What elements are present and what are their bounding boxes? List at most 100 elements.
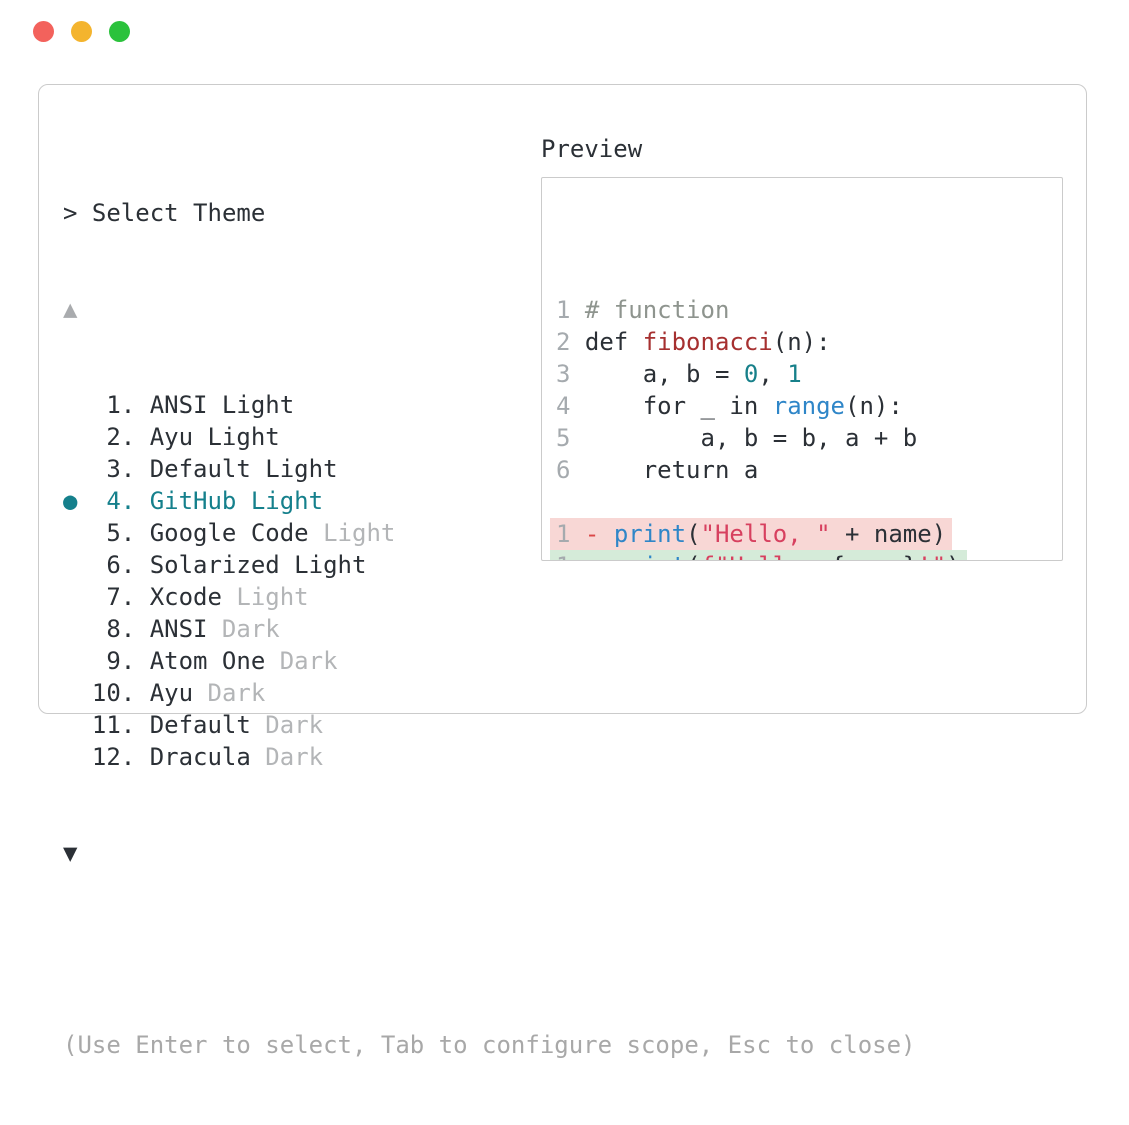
theme-list-item-ansi-light[interactable]: 1. ANSI Light bbox=[63, 389, 916, 421]
theme-list-item-atom-one[interactable]: 9. Atom One Dark bbox=[63, 645, 916, 677]
line-number: 1 bbox=[556, 296, 585, 324]
code-line-3: 3 a, b = 0, 1 bbox=[556, 358, 1062, 390]
theme-list-item-google-code[interactable]: 5. Google Code Light bbox=[63, 517, 916, 549]
help-text: (Use Enter to select, Tab to configure s… bbox=[63, 1031, 916, 1059]
theme-list-item-solarized-light[interactable]: 6. Solarized Light bbox=[63, 549, 916, 581]
code-token-text: def bbox=[584, 328, 643, 356]
marker-spacer bbox=[63, 741, 92, 773]
theme-list-item-dracula[interactable]: 12. Dracula Dark bbox=[63, 741, 916, 773]
item-suffix: Dark bbox=[265, 647, 338, 675]
zoom-button[interactable] bbox=[109, 21, 130, 42]
theme-prompt: > Select Theme bbox=[63, 199, 266, 227]
item-number: 10. bbox=[91, 679, 150, 707]
diff-add-highlight: 1 + print(f"Hello, {name}!") bbox=[550, 550, 967, 560]
code-line-2: 2 def fibonacci(n): bbox=[556, 326, 1062, 358]
code-token-text: (n): bbox=[772, 328, 831, 356]
code-token-builtin: range bbox=[772, 392, 845, 420]
code-token-del-sign: - bbox=[584, 520, 614, 548]
close-button[interactable] bbox=[33, 21, 54, 42]
marker-spacer bbox=[63, 613, 92, 645]
item-name: Default bbox=[149, 711, 251, 739]
diff-added-line: 1 + print(f"Hello, {name}!") bbox=[550, 550, 1062, 560]
item-suffix: Dark bbox=[193, 679, 266, 707]
preview-title: Preview bbox=[541, 135, 643, 163]
code-line-6: 6 return a bbox=[556, 454, 1062, 486]
code-line-7 bbox=[556, 486, 1062, 518]
item-number: 7. bbox=[91, 583, 150, 611]
code-token-string: f"Hello, bbox=[701, 552, 831, 560]
line-number: 1 bbox=[556, 552, 585, 560]
item-number: 2. bbox=[91, 423, 150, 451]
theme-list-item-ayu-light[interactable]: 2. Ayu Light bbox=[63, 421, 916, 453]
item-number: 11. bbox=[91, 711, 150, 739]
code-token-comment: # function bbox=[584, 296, 730, 324]
code-token-builtin: print bbox=[613, 520, 687, 548]
item-name: Solarized Light bbox=[149, 551, 367, 579]
item-name: Atom One bbox=[149, 647, 266, 675]
marker-spacer bbox=[63, 709, 92, 741]
theme-list-item-ayu[interactable]: 10. Ayu Dark bbox=[63, 677, 916, 709]
item-name: Xcode bbox=[149, 583, 222, 611]
code-token-func: fibonacci bbox=[642, 328, 773, 356]
item-suffix: Light bbox=[221, 583, 309, 611]
item-name: Ayu Light bbox=[149, 423, 280, 451]
theme-list-item-xcode[interactable]: 7. Xcode Light bbox=[63, 581, 916, 613]
item-suffix: Light bbox=[308, 519, 396, 547]
spacer-row bbox=[63, 933, 916, 965]
code-token-string: !" bbox=[917, 552, 946, 560]
marker-spacer bbox=[63, 453, 92, 485]
theme-list-item-default[interactable]: 11. Default Dark bbox=[63, 709, 916, 741]
marker-spacer bbox=[63, 549, 92, 581]
code-line-4: 4 for _ in range(n): bbox=[556, 390, 1062, 422]
code-token-text: return a bbox=[584, 456, 759, 484]
minimize-button[interactable] bbox=[71, 21, 92, 42]
marker-spacer bbox=[63, 421, 92, 453]
line-number: 3 bbox=[556, 360, 585, 388]
code-token-text: a, b = bbox=[584, 360, 744, 388]
main-window: > Select Theme ▲ 1. ANSI Light 2. Ayu Li… bbox=[38, 84, 1087, 1059]
theme-list-item-ansi[interactable]: 8. ANSI Dark bbox=[63, 613, 916, 645]
code-token-text: + name) bbox=[830, 520, 947, 548]
diff-deleted-line: 1 - print("Hello, " + name) bbox=[550, 518, 1062, 550]
item-number: 4. bbox=[91, 487, 150, 515]
line-number: 6 bbox=[556, 456, 585, 484]
selected-bullet-icon: ● bbox=[63, 487, 92, 515]
line-number: 4 bbox=[556, 392, 585, 420]
item-number: 5. bbox=[91, 519, 150, 547]
item-name: ANSI Light bbox=[149, 391, 295, 419]
code-token-string: "Hello, " bbox=[700, 520, 831, 548]
diff-del-highlight: 1 - print("Hello, " + name) bbox=[550, 518, 953, 550]
item-number: 3. bbox=[91, 455, 150, 483]
code-token-text: {name} bbox=[831, 552, 918, 560]
code-token-text: ) bbox=[946, 552, 960, 560]
item-suffix: Dark bbox=[250, 743, 324, 771]
traffic-lights bbox=[33, 21, 130, 42]
marker-spacer bbox=[63, 389, 92, 421]
scroll-down-icon[interactable]: ▼ bbox=[63, 839, 78, 867]
item-number: 8. bbox=[91, 615, 150, 643]
marker-spacer bbox=[63, 645, 92, 677]
code-token-text: , bbox=[758, 360, 788, 388]
code-line-5: 5 a, b = b, a + b bbox=[556, 422, 1062, 454]
item-name: Google Code bbox=[149, 519, 309, 547]
item-suffix: Dark bbox=[207, 615, 280, 643]
theme-list-item-default-light[interactable]: 3. Default Light bbox=[63, 453, 916, 485]
item-name: Dracula bbox=[149, 743, 251, 771]
line-number: 1 bbox=[556, 520, 585, 548]
item-number: 12. bbox=[91, 743, 150, 771]
marker-spacer bbox=[63, 517, 92, 549]
item-suffix: Dark bbox=[250, 711, 324, 739]
code-token-text: ( bbox=[686, 520, 701, 548]
code-token-builtin: print bbox=[614, 552, 686, 560]
line-number: 2 bbox=[556, 328, 585, 356]
scroll-up-icon[interactable]: ▲ bbox=[63, 295, 78, 323]
code-token-text: ( bbox=[686, 552, 700, 560]
theme-list-item-github-light[interactable]: ● 4. GitHub Light bbox=[63, 485, 916, 517]
code-token-text: (n): bbox=[845, 392, 903, 420]
item-number: 6. bbox=[91, 551, 150, 579]
line-number: 5 bbox=[556, 424, 585, 452]
code-token-text: a, b = b, a + b bbox=[584, 424, 918, 452]
code-token-number: 0 bbox=[743, 360, 759, 388]
